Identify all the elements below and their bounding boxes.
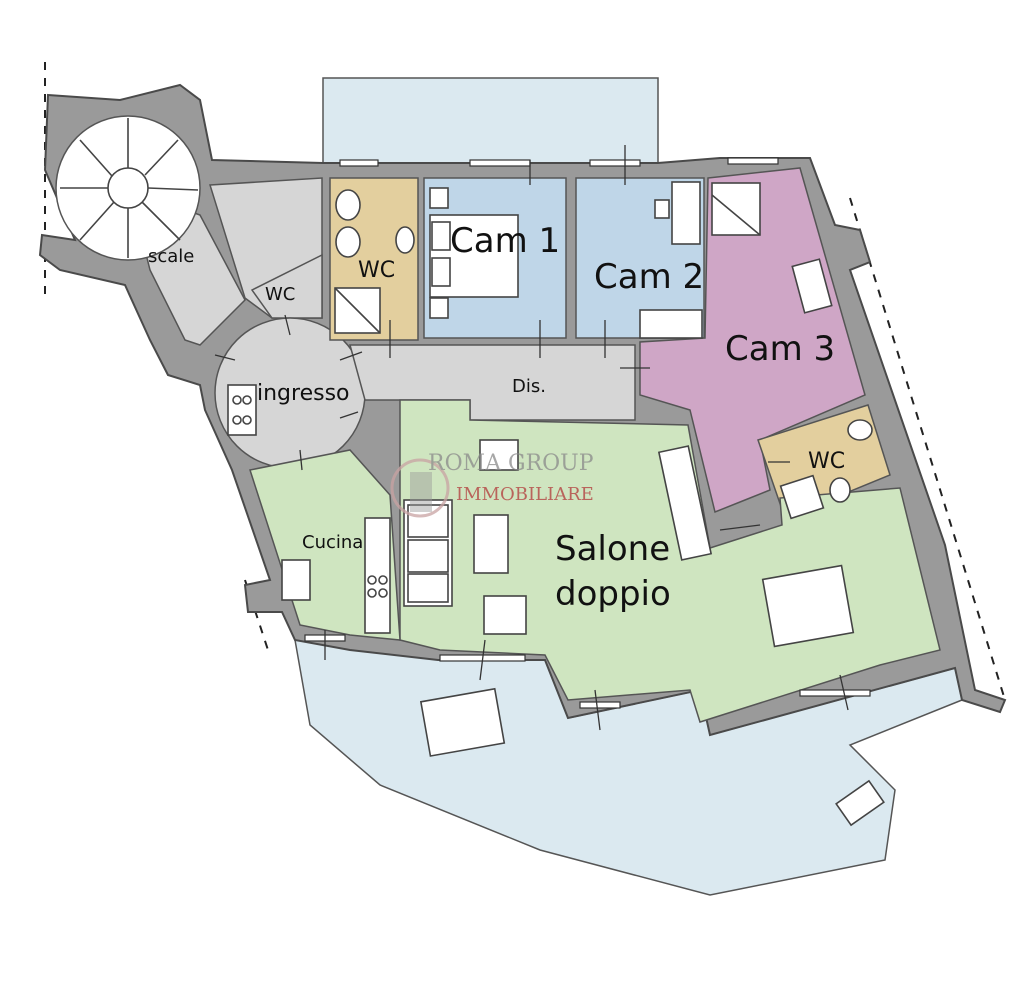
- property-line-right: [849, 197, 1006, 701]
- cucina-room: [249, 449, 401, 641]
- label-wc-cam3: WC: [808, 449, 845, 474]
- label-cam2: Cam 2: [594, 257, 704, 297]
- property-line-left-bottom: [244, 579, 269, 651]
- watermark-logo-building: [410, 472, 432, 512]
- label-salone-line2: doppio: [555, 574, 671, 614]
- watermark-logo-ring: [390, 458, 450, 518]
- wc-small-room: [250, 253, 323, 319]
- label-wc-small: WC: [265, 284, 295, 305]
- watermark-line1: ROMA GROUP: [428, 451, 594, 476]
- label-ingresso: ingresso: [257, 381, 350, 406]
- label-cucina: Cucina: [302, 532, 363, 553]
- stair-treads: [60, 118, 199, 258]
- label-cam1: Cam 1: [450, 221, 560, 261]
- label-dis: Dis.: [512, 376, 546, 397]
- ingresso-bench: [227, 384, 257, 436]
- label-cam3: Cam 3: [725, 329, 835, 369]
- cam3-room: [639, 167, 866, 514]
- label-wc-main: WC: [358, 258, 395, 283]
- living-furniture: [403, 439, 855, 757]
- cam2-furniture: [639, 181, 703, 339]
- wc-main-fixtures: [334, 189, 415, 334]
- wc-cam3-fixtures: [779, 419, 873, 520]
- terrace-planter: [835, 779, 885, 827]
- cam1-bed: [429, 187, 519, 319]
- cam3-furniture: [711, 182, 833, 314]
- watermark-line2: IMMOBILIARE: [456, 484, 594, 505]
- terrace-top: [322, 77, 659, 164]
- watermark: ROMA GROUP IMMOBILIARE: [390, 451, 594, 518]
- kitchen-fixtures: [281, 517, 391, 634]
- door-marks: [214, 145, 849, 731]
- label-salone-line1: Salone: [555, 529, 670, 569]
- label-scale: scale: [148, 246, 194, 267]
